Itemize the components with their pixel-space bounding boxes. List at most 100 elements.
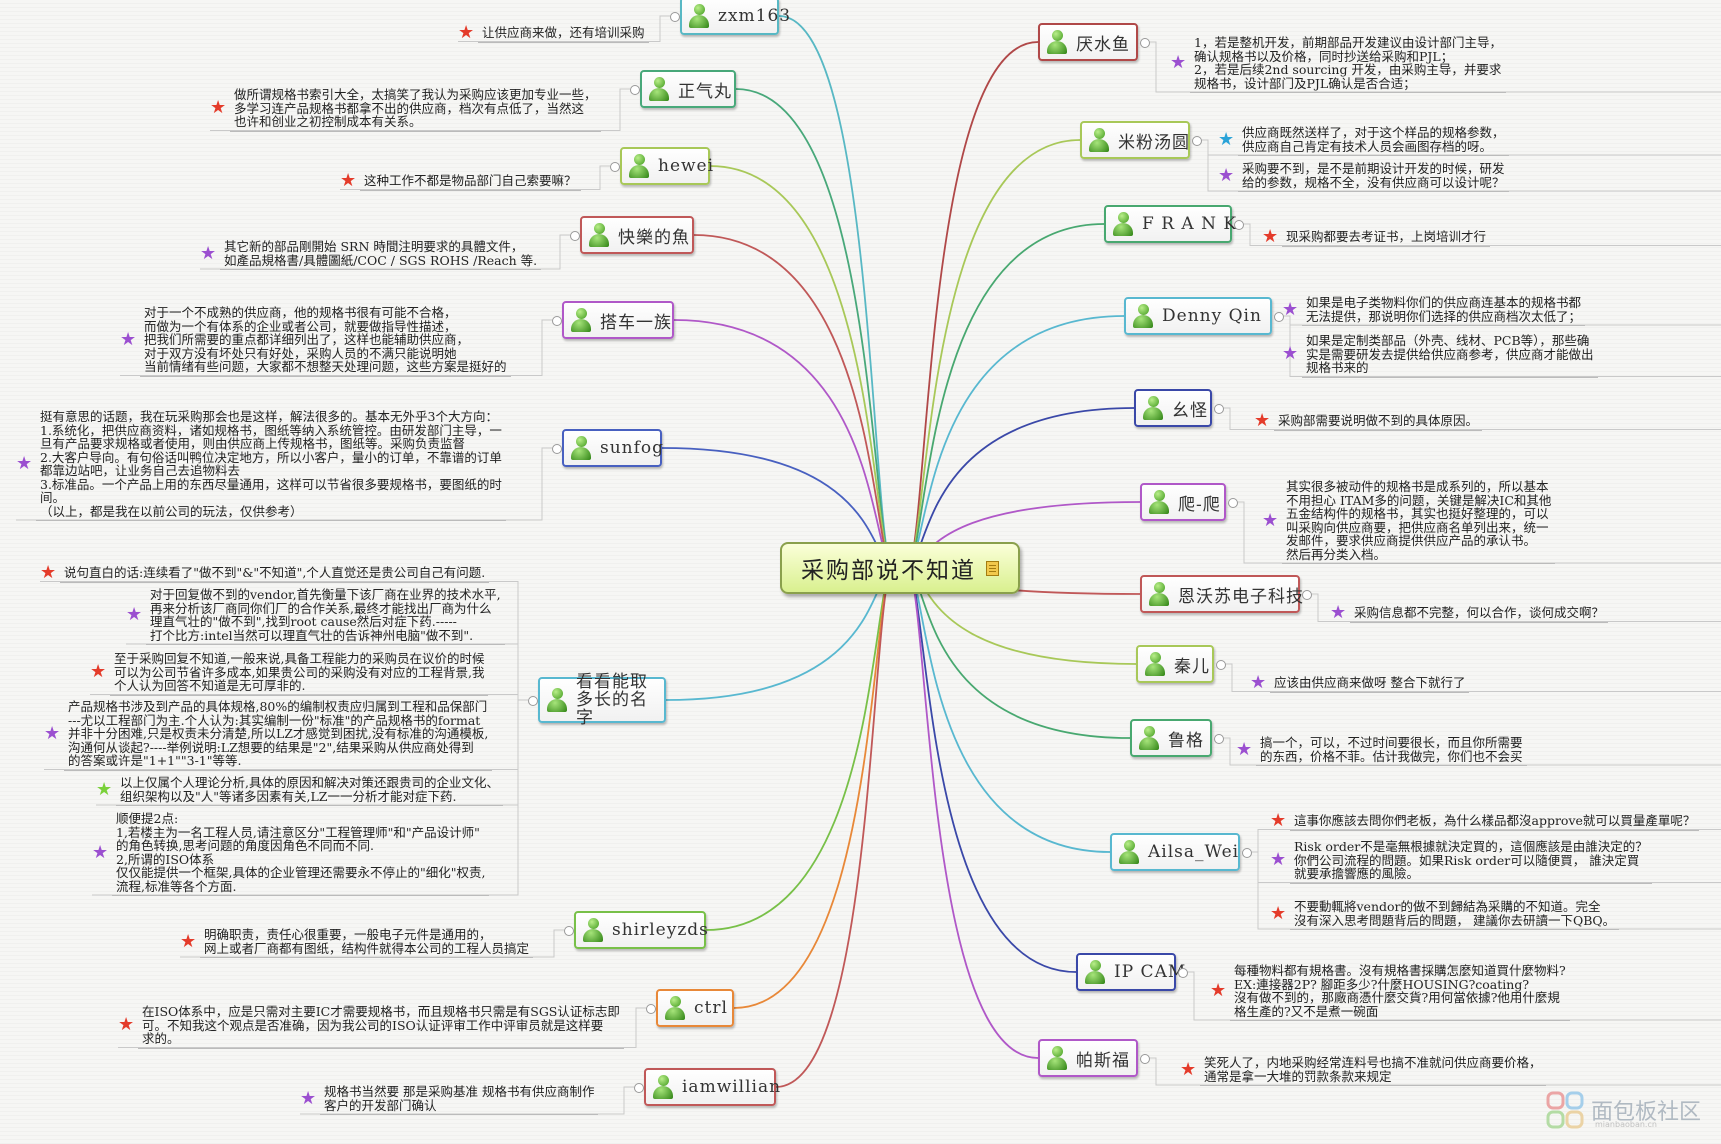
central-topic[interactable]: 采购部说不知道 (780, 542, 1020, 594)
topic-label: F R A N K (1142, 214, 1238, 234)
purple-star-icon: ★ (1250, 671, 1267, 693)
purple-star-icon: ★ (1282, 298, 1299, 320)
comment-text: 这种工作不都是物品部门自己索要嘛？ (360, 174, 581, 191)
collapse-toggle[interactable] (528, 696, 538, 706)
collapse-toggle[interactable] (1192, 136, 1202, 146)
purple-star-icon: ★ (1282, 343, 1299, 365)
topic-node[interactable]: 搭车一族 (562, 301, 674, 339)
comment-text: 笑死人了，内地采购经常连料号也搞不准就问供应商要价格， 通常是拿一大堆的罚款条款… (1200, 1056, 1546, 1086)
collapse-toggle[interactable] (646, 1004, 656, 1014)
collapse-toggle[interactable] (1140, 38, 1150, 48)
topic-label: iamwillian (682, 1077, 782, 1097)
topic-node[interactable]: shirleyzds (574, 911, 708, 949)
red-star-icon: ★ (1270, 902, 1287, 924)
topic-label: 恩沃苏电子科技 (1178, 586, 1304, 607)
collapse-toggle[interactable] (1216, 660, 1226, 670)
topic-node[interactable]: 鲁格 (1130, 719, 1212, 757)
topic-node[interactable]: 米粉汤圆 (1080, 121, 1190, 159)
comment-text: 产品规格书涉及到产品的具体规格,80%的编制权责应归属到工程和品保部门 ---尤… (64, 700, 493, 771)
note-icon (986, 560, 999, 576)
comment-text: 做所谓规格书索引大全，太搞笑了我认为采购应该更加专业一些， 多学习连产品规格书都… (230, 88, 601, 132)
topic-node[interactable]: 帕斯福 (1038, 1039, 1138, 1077)
comment-connector (1222, 737, 1721, 766)
user-icon (1118, 839, 1140, 865)
topic-node[interactable]: hewei (620, 147, 713, 185)
user-icon (1046, 1045, 1068, 1071)
collapse-toggle[interactable] (1242, 848, 1252, 858)
red-star-icon: ★ (118, 1014, 135, 1036)
comment-connector (1224, 663, 1721, 692)
comment-text: 明确职责，责任心很重要，一般电子元件是通用的， 网上或者厂商都有图纸，结构件就得… (200, 928, 534, 958)
topic-node[interactable]: Ailsa_Wei (1110, 833, 1240, 871)
comment-text: 如果是定制类部品（外壳、线材、PCB等），那些确 实是需要研发去提供给供应商参考… (1302, 334, 1598, 378)
comment-text: 如果是电子类物料你们的供应商连基本的规格书都 无法提供，那说明你们选择的供应商档… (1302, 296, 1586, 326)
topic-node[interactable]: 正气丸 (640, 70, 736, 108)
comment-text: 每種物料都有規格書。沒有規格書採購怎麼知道買什麼物料? EX:連接器2P? 腳距… (1230, 964, 1570, 1021)
collapse-toggle[interactable] (1228, 498, 1238, 508)
user-icon (688, 3, 710, 29)
topic-node[interactable]: sunfog (562, 429, 663, 467)
topic-node[interactable]: 快樂的魚 (580, 216, 694, 254)
comment-text: 其它新的部品剛開始 SRN 時間注明要求的具體文件， 如產品規格書/具體圖紙/C… (220, 240, 542, 270)
user-icon (1148, 489, 1170, 515)
user-icon (1112, 211, 1134, 237)
collapse-toggle[interactable] (552, 444, 562, 454)
topic-node[interactable]: 幺怪 (1134, 389, 1212, 427)
topic-node[interactable]: Denny Qin (1124, 297, 1272, 335)
topic-node[interactable]: 恩沃苏电子科技 (1140, 575, 1303, 613)
red-star-icon: ★ (1270, 809, 1287, 831)
purple-star-icon: ★ (1218, 164, 1235, 186)
collapse-toggle[interactable] (1178, 968, 1188, 978)
topic-node[interactable]: F R A N K (1104, 205, 1236, 243)
collapse-toggle[interactable] (564, 926, 574, 936)
user-icon (1084, 959, 1106, 985)
topic-node[interactable]: ctrl (656, 989, 734, 1027)
topic-node[interactable]: IP CAM (1076, 953, 1185, 991)
topic-label: 厌水鱼 (1076, 34, 1130, 55)
user-icon (1132, 303, 1154, 329)
comment-text: 在ISO体系中，应是只需对主要IC才需要规格书，而且规格书只需是有SGS认证标志… (138, 1005, 624, 1049)
comment-connector (1200, 139, 1721, 192)
collapse-toggle[interactable] (1140, 1054, 1150, 1064)
red-star-icon: ★ (1180, 1058, 1197, 1080)
user-icon (546, 687, 568, 713)
purple-star-icon: ★ (92, 841, 109, 863)
collapse-toggle[interactable] (670, 12, 680, 22)
collapse-toggle[interactable] (1214, 734, 1224, 744)
topic-node[interactable]: 厌水鱼 (1038, 23, 1138, 61)
purple-star-icon: ★ (1330, 601, 1347, 623)
topic-node[interactable]: 秦儿 (1136, 645, 1214, 683)
comment-text: 对于一个不成熟的供应商，他的规格书很有可能不合格， 而做为一个有体系的企业或者公… (140, 306, 511, 377)
purple-star-icon: ★ (120, 328, 137, 350)
topic-node[interactable]: iamwillian (644, 1068, 780, 1106)
comment-connector (1282, 315, 1721, 377)
collapse-toggle[interactable] (630, 85, 640, 95)
red-star-icon: ★ (1210, 980, 1227, 1001)
collapse-toggle[interactable] (1302, 590, 1312, 600)
collapse-toggle[interactable] (1274, 312, 1284, 322)
comment-text: 对于回复做不到的vendor,首先衡量下该厂商在业界的技术水平, 再来分析该厂商… (146, 588, 505, 645)
branch-connector (673, 319, 891, 569)
comment-text: 挺有意思的话题，我在玩采购那会也是这样，解法很多的。基本无外乎3个大方向： 1.… (36, 410, 506, 521)
topic-label: 秦儿 (1174, 656, 1210, 677)
topic-node[interactable]: 爬-爬 (1140, 483, 1226, 521)
topic-node[interactable]: 看看能取多长的名字 (538, 673, 666, 727)
collapse-toggle[interactable] (570, 231, 580, 241)
collapse-toggle[interactable] (1234, 220, 1244, 230)
collapse-toggle[interactable] (610, 162, 620, 172)
topic-label: 搭车一族 (600, 312, 672, 333)
branch-connector (909, 41, 1039, 569)
red-star-icon: ★ (40, 561, 57, 583)
topic-label: zxm163 (718, 6, 792, 26)
collapse-toggle[interactable] (634, 1083, 644, 1093)
topic-node[interactable]: zxm163 (680, 0, 790, 35)
collapse-toggle[interactable] (552, 316, 562, 326)
comment-connector (118, 1007, 646, 1048)
topic-label: hewei (658, 156, 715, 176)
blue-star-icon: ★ (1218, 128, 1235, 150)
branch-connector (909, 567, 1039, 1059)
comment-text: 让供应商来做，还有培训采购 (478, 26, 649, 43)
comment-connector (340, 165, 610, 190)
user-icon (1088, 127, 1110, 153)
collapse-toggle[interactable] (1214, 404, 1224, 414)
